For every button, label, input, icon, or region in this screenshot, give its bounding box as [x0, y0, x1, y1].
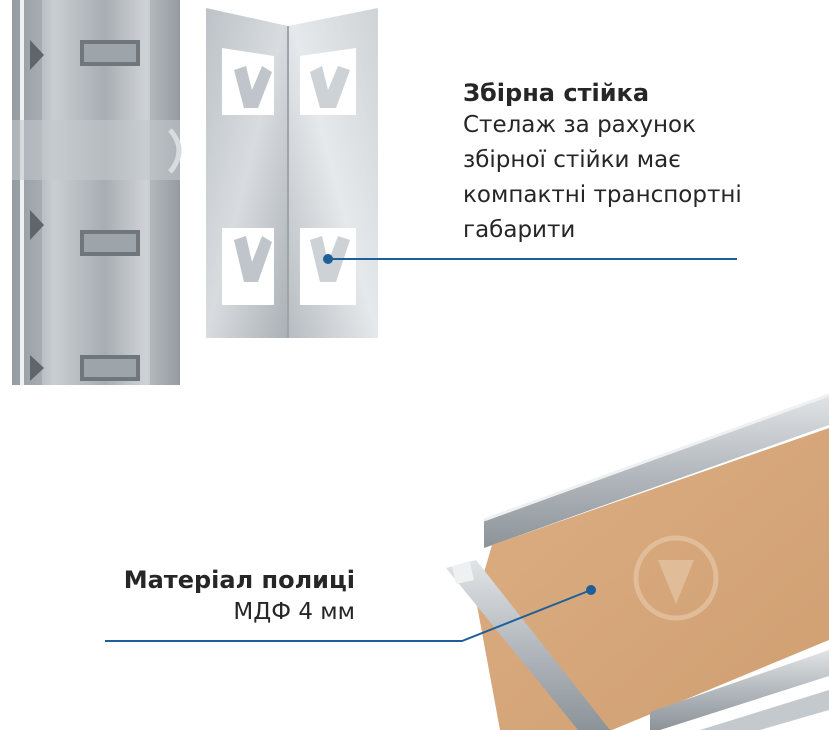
feature-line: Стелаж за рахунок	[463, 112, 696, 138]
pointer-line-bottom	[105, 585, 596, 642]
upright-column	[12, 0, 182, 385]
pointer-line-top	[323, 254, 737, 264]
feature-title: Збірна стійка	[463, 79, 650, 107]
feature-line: компактні транспортні	[463, 182, 742, 208]
feature-line: габарити	[463, 217, 576, 243]
feature-caption-upright: Збірна стійка Стелаж за рахунок збірної …	[463, 78, 803, 248]
feature-title: Матеріал полиці	[123, 566, 355, 594]
feature-line: збірної стійки має	[463, 147, 681, 173]
feature-line: МДФ 4 мм	[233, 599, 355, 625]
feature-caption-shelf: Матеріал полиці МДФ 4 мм	[105, 565, 355, 630]
shelf-panel	[446, 393, 829, 730]
connector-plate	[206, 8, 378, 338]
